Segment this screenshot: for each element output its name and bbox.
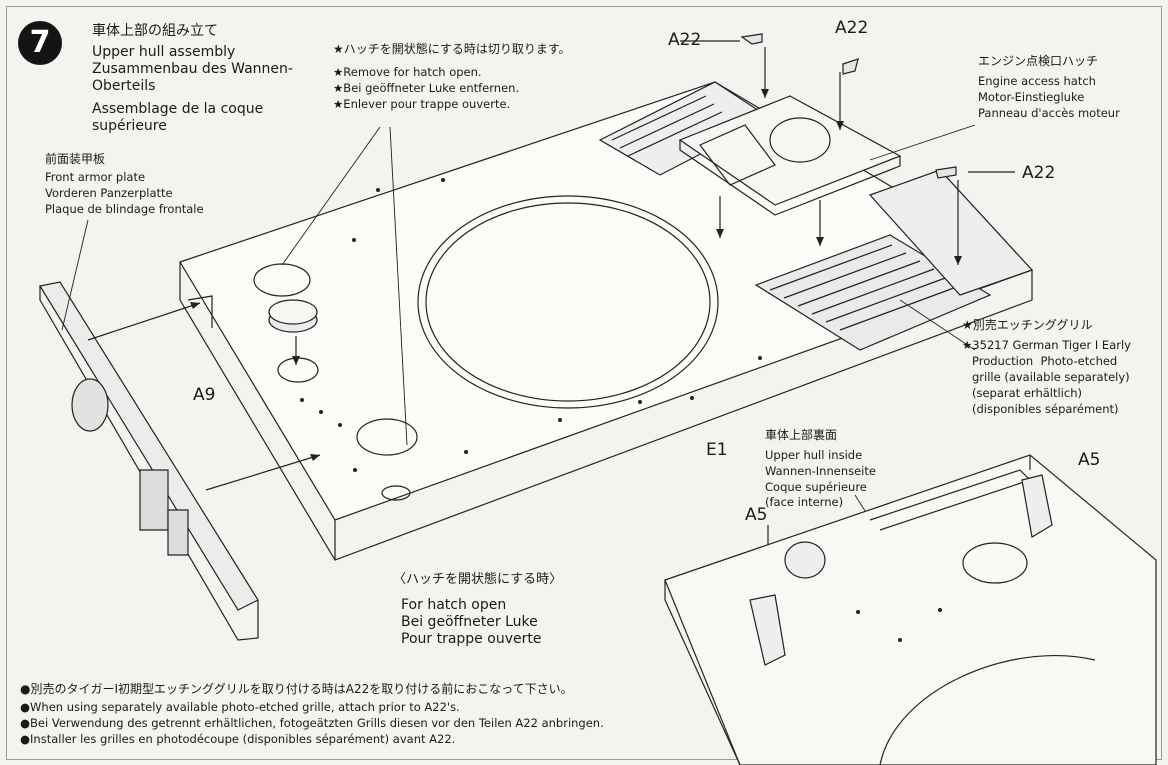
hull-inside-label-jp: 車体上部裏面 bbox=[765, 428, 838, 442]
footer-note-en: ●When using separately available photo-e… bbox=[20, 700, 460, 714]
engine-hatch-label-de: Motor-Einstiegluke bbox=[978, 90, 1085, 104]
step-title-fr-1: Assemblage de la coque bbox=[92, 101, 264, 117]
step-number-badge: 7 bbox=[18, 21, 62, 65]
part-label-a9: A9 bbox=[193, 385, 216, 405]
hull-inside-label-de: Wannen-Innenseite bbox=[765, 464, 876, 478]
part-a22-right bbox=[936, 167, 956, 178]
step-title-de-2: Oberteils bbox=[92, 78, 156, 94]
hatch-open-label-de: Bei geöffneter Luke bbox=[401, 614, 538, 630]
engine-hatch-label-fr: Panneau d'accès moteur bbox=[978, 106, 1120, 120]
hatch-open-label-en: For hatch open bbox=[401, 597, 507, 613]
grille-note-line1: ★35217 German Tiger I Early bbox=[962, 338, 1131, 352]
hull-holes bbox=[300, 178, 942, 642]
part-label-e1: E1 bbox=[706, 440, 728, 460]
part-label-a22-1: A22 bbox=[668, 30, 702, 50]
remove-note-de: ★Bei geöffneter Luke entfernen. bbox=[333, 81, 520, 95]
part-a22-upper bbox=[742, 34, 762, 44]
front-armor-label-de: Vorderen Panzerplatte bbox=[45, 186, 173, 200]
hull-inside-label-fr: Coque supérieure bbox=[765, 480, 867, 494]
hull-inside-label-en: Upper hull inside bbox=[765, 448, 863, 462]
footer-note-fr: ●Installer les grilles en photodécoupe (… bbox=[20, 732, 456, 746]
remove-note-jp: ★ハッチを開状態にする時は切り取ります。 bbox=[333, 42, 571, 56]
part-a22-middle bbox=[843, 59, 858, 74]
footer-note-jp: ●別売のタイガーI初期型エッチンググリルを取り付ける時はA22を取り付ける前にお… bbox=[20, 682, 573, 696]
grille-note-line5: (disponibles séparément) bbox=[972, 402, 1119, 416]
front-armor-label-jp: 前面装甲板 bbox=[45, 152, 106, 166]
part-label-a5-left: A5 bbox=[745, 505, 768, 525]
grille-note-line3: grille (available separately) bbox=[972, 370, 1130, 384]
engine-hatch-label-jp: エンジン点検口ハッチ bbox=[978, 54, 1099, 68]
front-armor-label-fr: Plaque de blindage frontale bbox=[45, 202, 204, 216]
part-label-a5-right: A5 bbox=[1078, 450, 1101, 470]
remove-note-fr: ★Enlever pour trappe ouverte. bbox=[333, 97, 511, 111]
grille-note-line4: (separat erhältlich) bbox=[972, 386, 1082, 400]
footer-note-de: ●Bei Verwendung des getrennt erhältliche… bbox=[20, 716, 604, 730]
remove-note-en: ★Remove for hatch open. bbox=[333, 65, 482, 79]
inset-hull-inside bbox=[665, 455, 1156, 765]
page-frame bbox=[6, 6, 1162, 760]
step-title-jp: 車体上部の組み立て bbox=[92, 23, 218, 39]
step-title-fr-2: supérieure bbox=[92, 118, 167, 134]
front-armor-plate bbox=[40, 282, 258, 640]
part-label-a22-3: A22 bbox=[1022, 163, 1056, 183]
hatch-open-label-jp: 〈ハッチを開状態にする時〉 bbox=[393, 572, 563, 587]
part-label-a22-2: A22 bbox=[835, 18, 869, 38]
front-armor-label-en: Front armor plate bbox=[45, 170, 146, 184]
hatch-open-label-fr: Pour trappe ouverte bbox=[401, 631, 542, 647]
engine-hatch-part bbox=[680, 96, 900, 215]
step-title-de-1: Zusammenbau des Wannen- bbox=[92, 61, 293, 77]
step-title-en: Upper hull assembly bbox=[92, 44, 236, 60]
grille-note-line2: Production Photo-etched bbox=[972, 354, 1118, 368]
grille-note-jp: ★別売エッチンググリル bbox=[962, 318, 1093, 332]
hull-inside-label-fr2: (face interne) bbox=[765, 495, 844, 509]
engine-hatch-label-en: Engine access hatch bbox=[978, 74, 1096, 88]
part-a9-cap bbox=[269, 300, 318, 382]
